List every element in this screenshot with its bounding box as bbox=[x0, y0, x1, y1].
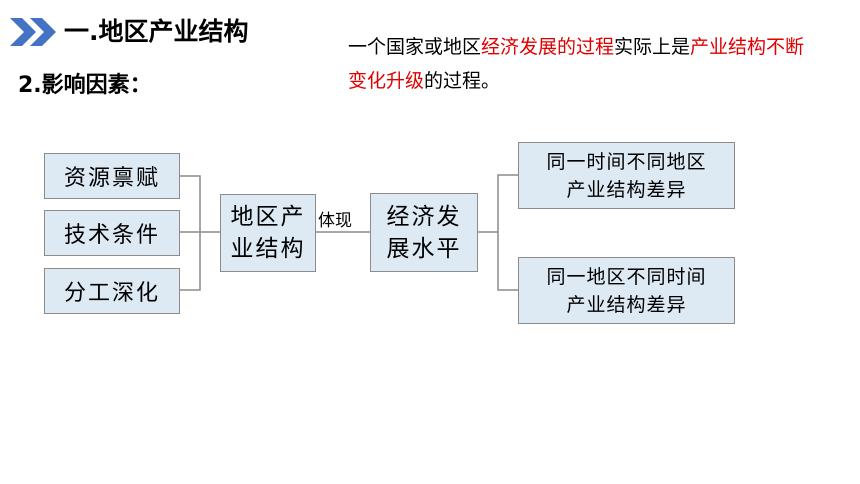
economy-line-2: 展水平 bbox=[386, 235, 462, 262]
center-line-2: 业结构 bbox=[230, 236, 306, 262]
intro-text: 一个国家或地区经济发展的过程实际上是产业结构不断变化升级的过程。 bbox=[348, 30, 818, 98]
factor-label: 资源禀赋 bbox=[63, 166, 160, 191]
outcome-box-temporal: 同一地区不同时间 产业结构差异 bbox=[518, 257, 735, 324]
page-title: 一.地区产业结构 bbox=[64, 17, 249, 46]
intro-part-3: 实际上是 bbox=[614, 36, 691, 58]
intro-highlight-1: 经济发展的过程 bbox=[481, 36, 615, 58]
center-box-industry-structure: 地区产 业结构 bbox=[220, 194, 316, 272]
factor-label: 技术条件 bbox=[63, 223, 160, 248]
intro-part-5: 的过程。 bbox=[424, 70, 501, 92]
intro-part-1: 一个国家或地区 bbox=[348, 36, 482, 58]
link-label: 体现 bbox=[318, 211, 352, 231]
outcome-line-1: 同一地区不同时间 bbox=[546, 265, 707, 288]
factor-label: 分工深化 bbox=[63, 281, 160, 306]
intro-highlight-2: 产业结构不断变化升级 bbox=[348, 36, 805, 92]
outcome-line-1: 同一时间不同地区 bbox=[546, 150, 707, 173]
connector-outcomes bbox=[478, 174, 518, 291]
double-chevron-right-icon bbox=[10, 18, 56, 46]
center-line-1: 地区产 bbox=[230, 204, 306, 230]
factor-box-technology: 技术条件 bbox=[44, 210, 180, 256]
outcome-line-2: 产业结构差异 bbox=[566, 178, 687, 201]
connector-factors bbox=[180, 175, 220, 291]
economy-line-1: 经济发 bbox=[386, 203, 462, 230]
outcome-box-spatial: 同一时间不同地区 产业结构差异 bbox=[518, 142, 735, 209]
economy-box: 经济发 展水平 bbox=[370, 193, 478, 272]
outcome-line-2: 产业结构差异 bbox=[566, 293, 687, 316]
factor-box-resources: 资源禀赋 bbox=[44, 153, 180, 199]
factor-box-division: 分工深化 bbox=[44, 268, 180, 314]
section-subtitle: 2.影响因素： bbox=[18, 73, 152, 98]
